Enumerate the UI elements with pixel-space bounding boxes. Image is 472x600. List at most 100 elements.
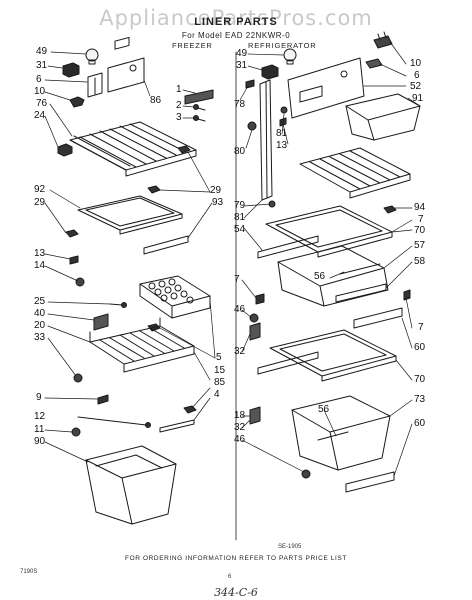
freezer-clip-29-left (65, 229, 79, 238)
handwritten-note: 344-C-6 (214, 586, 258, 599)
refrigerator-clip-10 (373, 31, 393, 49)
refrigerator-bracket-6 (365, 58, 383, 69)
refrigerator-leader-lines (239, 41, 421, 477)
callout-70b-refrigerator: 70 (414, 374, 426, 385)
refrigerator-part-80 (247, 121, 257, 131)
freezer-part-11 (71, 427, 81, 437)
callout-92-freezer: 92 (34, 184, 46, 195)
refrigerator-clip-94 (383, 205, 397, 214)
callout-3-freezer: 3 (176, 112, 182, 123)
callout-18-refrigerator: 18 (234, 410, 246, 421)
callout-76-freezer: 76 (36, 98, 48, 109)
callout-54-refrigerator: 54 (234, 224, 246, 235)
refrigerator-section-label: REFRIGERATOR (248, 41, 317, 50)
refrigerator-trim-60 (353, 289, 411, 329)
callout-46-refrigerator: 46 (234, 304, 246, 315)
refrigerator-light-bulb (283, 48, 297, 65)
freezer-light-shield (184, 89, 214, 105)
callout-7b-refrigerator: 7 (234, 274, 240, 285)
callout-80-refrigerator: 80 (234, 146, 246, 157)
callout-29-freezer: 29 (210, 185, 222, 196)
freezer-light-bulb (85, 48, 99, 65)
callout-32-refrigerator: 32 (234, 346, 246, 357)
callout-33-freezer: 33 (34, 332, 46, 343)
callout-79-refrigerator: 79 (234, 200, 246, 211)
callout-24-freezer: 24 (34, 110, 46, 121)
callout-4-freezer: 4 (214, 389, 220, 400)
callout-70-refrigerator: 70 (414, 225, 426, 236)
callout-12-freezer: 12 (34, 411, 46, 422)
callout-32b-refrigerator: 32 (234, 422, 246, 433)
callout-13-freezer: 13 (34, 248, 46, 259)
callout-29b-freezer: 29 (34, 197, 46, 208)
callout-13-refrigerator: 13 (276, 140, 288, 151)
freezer-screw-12 (77, 416, 151, 428)
corner-code: 7190S (20, 569, 38, 575)
refrigerator-lower-glass-shelf (257, 329, 397, 382)
callout-78-refrigerator: 78 (234, 99, 246, 110)
refrigerator-light-socket (261, 64, 279, 80)
callout-60-refrigerator: 60 (414, 342, 426, 353)
refrigerator-wire-shelf (299, 147, 411, 199)
freezer-light-socket (62, 62, 80, 78)
callout-81b-refrigerator: 81 (234, 212, 246, 223)
callout-10-refrigerator: 10 (410, 58, 422, 69)
callout-58-refrigerator: 58 (414, 256, 426, 267)
freezer-part-14 (75, 277, 85, 287)
callout-85-freezer: 85 (214, 377, 226, 388)
freezer-lower-wire-rack (89, 317, 195, 373)
freezer-bracket (87, 72, 103, 98)
drawing-code: SE-1905 (278, 544, 302, 550)
refrigerator-shelf-front-54 (257, 235, 319, 259)
freezer-screw-3 (193, 115, 206, 122)
refrigerator-lower-trim-60 (345, 471, 395, 493)
callout-31-freezer: 31 (36, 60, 48, 71)
freezer-screw-25 (109, 302, 127, 308)
callout-52-refrigerator: 52 (410, 81, 422, 92)
freezer-shelf-clip-29b (147, 185, 161, 194)
refrigerator-meat-drawer (291, 395, 391, 471)
callout-60b-refrigerator: 60 (414, 418, 426, 429)
callout-56-refrigerator: 56 (314, 271, 326, 282)
freezer-screw-2 (193, 104, 206, 111)
callout-7-refrigerator: 7 (418, 214, 424, 225)
callout-6-freezer: 6 (36, 74, 42, 85)
freezer-wire-shelf (69, 121, 197, 177)
refrigerator-control-housing (287, 57, 365, 119)
callout-7c-refrigerator: 7 (418, 322, 424, 333)
callout-15-freezer: 15 (214, 365, 226, 376)
callout-49-freezer: 49 (36, 46, 48, 57)
callout-91-refrigerator: 91 (412, 93, 424, 104)
callout-86-freezer: 86 (150, 95, 162, 106)
watermark-text: AppliancePartsPros.com (99, 6, 373, 30)
callout-93-freezer: 93 (212, 197, 224, 208)
callout-14-freezer: 14 (34, 260, 46, 271)
callout-2-freezer: 2 (176, 100, 182, 111)
callout-46b-refrigerator: 46 (234, 434, 246, 445)
callout-57-refrigerator: 57 (414, 240, 426, 251)
freezer-shelf-rail-4 (159, 419, 195, 433)
callout-10-freezer: 10 (34, 86, 46, 97)
freezer-ice-tray (139, 275, 211, 319)
callout-25-freezer: 25 (34, 296, 46, 307)
refrigerator-dairy-bin (345, 93, 421, 141)
ordering-note: FOR ORDERING INFORMATION REFER TO PARTS … (125, 555, 347, 562)
freezer-part-9 (97, 394, 109, 405)
refrigerator-bracket-32 (249, 322, 261, 341)
callout-6-refrigerator: 6 (414, 70, 420, 81)
freezer-leader-lines (44, 51, 216, 463)
refrigerator-part-81 (280, 106, 288, 114)
freezer-solid-shelf (77, 195, 183, 235)
callout-1-freezer: 1 (176, 84, 182, 95)
page-mark: 6 (228, 574, 232, 580)
model-line: For Model EAD 22NKWR-0 (181, 31, 291, 40)
refrigerator-part-18 (249, 406, 261, 425)
callout-9-freezer: 9 (36, 392, 42, 403)
callout-90-freezer: 90 (34, 436, 46, 447)
freezer-bracket-40 (93, 313, 109, 331)
callout-5-freezer: 5 (216, 352, 222, 363)
refrigerator-roller-46 (249, 313, 259, 323)
freezer-clip-85 (183, 405, 197, 414)
freezer-clip (69, 96, 85, 108)
